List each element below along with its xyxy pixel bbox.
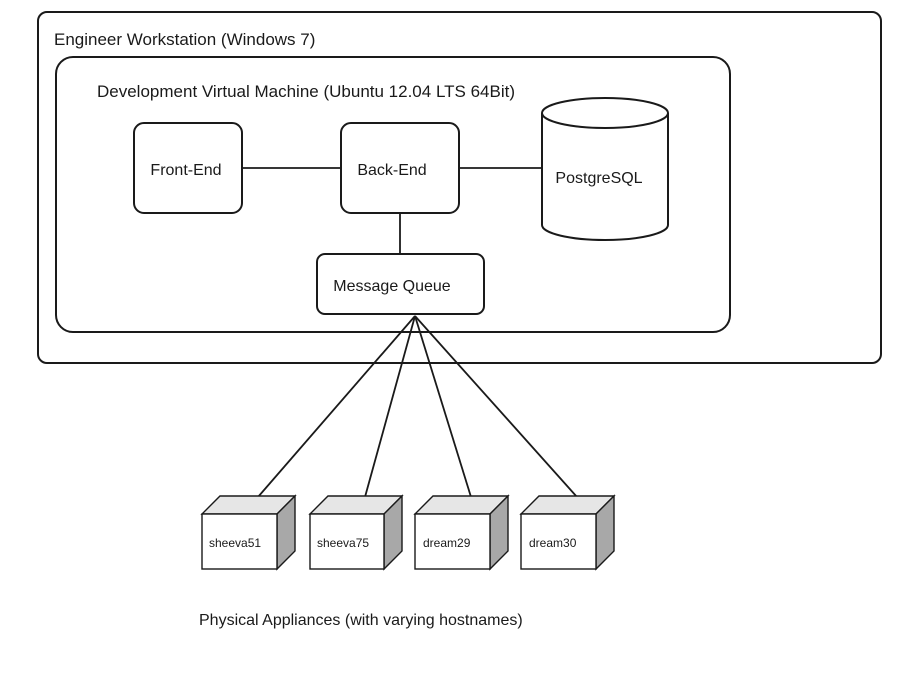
appliance-2-front bbox=[309, 513, 385, 570]
appliance-3: dream29 bbox=[413, 494, 510, 571]
frontend-node bbox=[133, 122, 243, 214]
queue-appliance-2-connector bbox=[364, 315, 416, 498]
queue-appliance-3-connector bbox=[414, 315, 472, 498]
vm-title: Development Virtual Machine (Ubuntu 12.0… bbox=[97, 82, 515, 101]
database-cylinder-top bbox=[541, 97, 669, 129]
database-label: PostgreSQL bbox=[555, 170, 642, 187]
appliance-3-label: dream29 bbox=[423, 536, 471, 550]
backend-label: Back-End bbox=[357, 162, 426, 179]
backend-node bbox=[340, 122, 460, 214]
message-queue-label: Message Queue bbox=[333, 278, 451, 295]
appliance-3-front bbox=[414, 513, 491, 570]
queue-appliance-1-connector bbox=[257, 315, 416, 498]
appliance-2: sheeva75 bbox=[308, 494, 404, 571]
appliance-1-label: sheeva51 bbox=[209, 536, 261, 550]
appliance-4-front bbox=[520, 513, 597, 570]
appliance-4-label: dream30 bbox=[529, 536, 577, 550]
queue-appliance-4-connector bbox=[414, 315, 578, 498]
appliance-2-label: sheeva75 bbox=[317, 536, 369, 550]
workstation-title: Engineer Workstation (Windows 7) bbox=[54, 30, 315, 49]
database-node bbox=[541, 97, 669, 241]
frontend-label: Front-End bbox=[150, 162, 221, 179]
appliance-1: sheeva51 bbox=[200, 494, 297, 571]
database-cylinder-body bbox=[541, 113, 669, 241]
message-queue-node bbox=[316, 253, 485, 315]
appliance-1-front bbox=[201, 513, 278, 570]
appliances-caption: Physical Appliances (with varying hostna… bbox=[199, 612, 523, 629]
appliance-4: dream30 bbox=[519, 494, 616, 571]
